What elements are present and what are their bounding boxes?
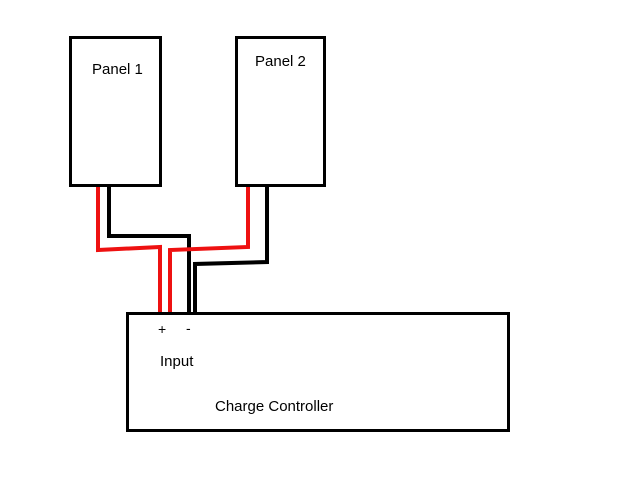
solar-panel-2: Panel 2 [235, 36, 326, 187]
panel1-negative-wire [107, 187, 191, 314]
positive-terminal-label: + [158, 321, 167, 337]
charge-controller: + - Input Charge Controller [126, 312, 510, 432]
solar-panel-1: Panel 1 [69, 36, 162, 187]
panel2-positive-wire [168, 187, 250, 314]
input-label: Input [160, 353, 194, 370]
panel1-positive-wire [96, 187, 162, 314]
panel2-negative-wire [193, 187, 269, 314]
charge-controller-label: Charge Controller [215, 398, 334, 415]
negative-terminal-label: - [186, 320, 191, 336]
panel-2-label: Panel 2 [255, 53, 306, 70]
panel-1-label: Panel 1 [92, 61, 143, 78]
